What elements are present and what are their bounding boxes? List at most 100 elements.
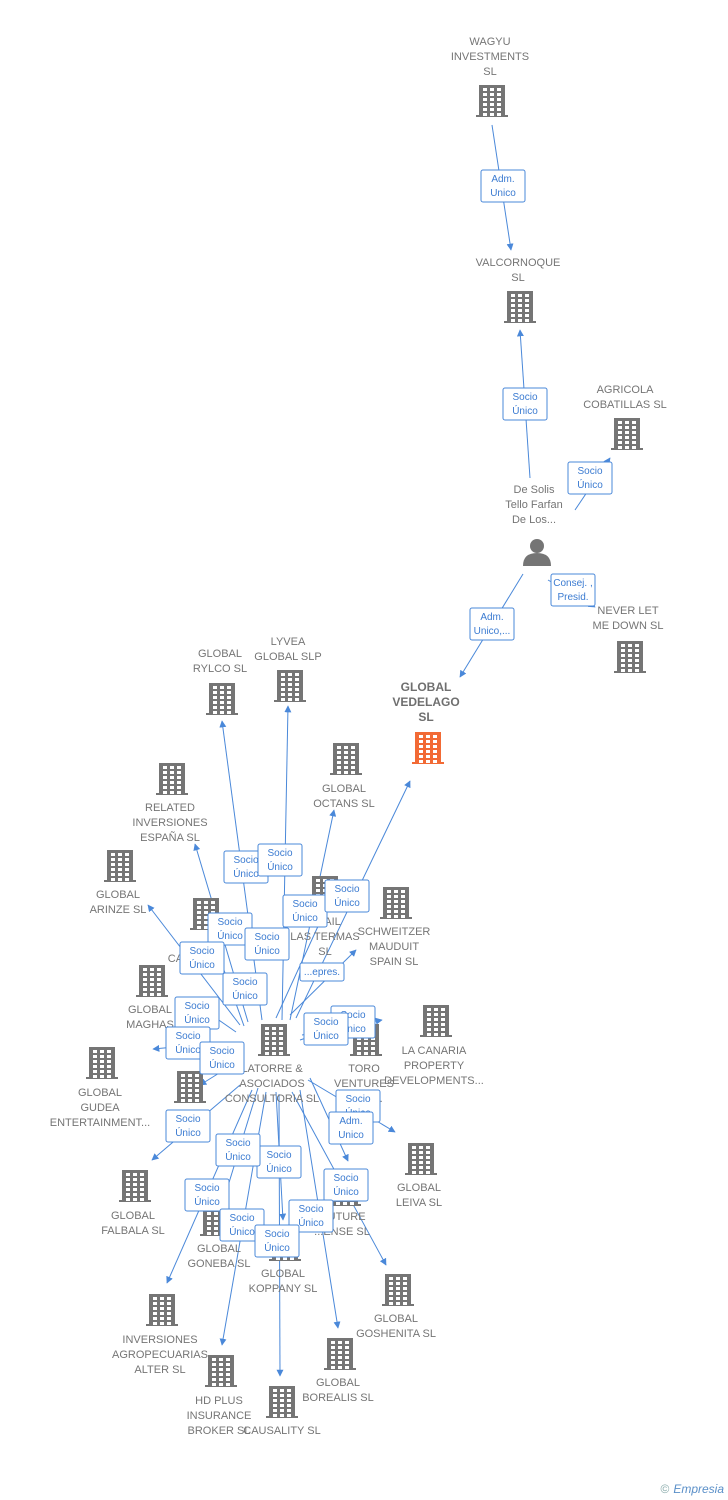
node-label: MAUDUIT [369, 941, 419, 953]
node-label: De Los... [512, 514, 556, 526]
building-icon [412, 732, 444, 764]
node-label: LAS TERMAS [290, 931, 360, 943]
edge-label-text: Único [512, 404, 538, 417]
node-label: Tello Farfan [505, 499, 562, 511]
node-label: COBATILLAS SL [583, 399, 667, 411]
edge-label-text: Socio [577, 466, 602, 477]
building-icon [382, 1274, 414, 1306]
building-icon [205, 1355, 237, 1387]
node-label: INVERSIONES [122, 1334, 197, 1346]
node-label: GUDEA [80, 1102, 120, 1114]
edge-label-text: Unico [490, 188, 516, 199]
edge-label-text: Único [233, 867, 259, 880]
building-icon [156, 763, 188, 795]
edge-label[interactable]: ...epres. [299, 962, 345, 982]
node-label: CONSULTORIA SL [225, 1093, 319, 1105]
node-label: LYVEA [271, 636, 306, 648]
copyright-symbol: © [660, 1482, 670, 1496]
node-agricola[interactable]: AGRICOLA COBATILLAS SL [583, 384, 667, 450]
node-label: HD PLUS [195, 1395, 243, 1407]
node-label: AGROPECUARIAS [112, 1349, 208, 1361]
building-icon [86, 1047, 118, 1079]
edge-label-text: Único [189, 958, 215, 971]
node-lacanaria[interactable]: LA CANARIAPROPERTYDEVELOPMENTS... [384, 1005, 484, 1087]
building-icon [420, 1005, 452, 1037]
node-causality[interactable]: CAUSALITY SL [243, 1386, 321, 1437]
edge-label-text: Único [232, 989, 258, 1002]
node-label: SPAIN SL [370, 956, 419, 968]
node-label: GLOBAL [96, 889, 140, 901]
node-gudea[interactable]: GLOBALGUDEAENTERTAINMENT... [50, 1047, 150, 1129]
building-icon [104, 850, 136, 882]
node-label: GLOBAL [261, 1268, 305, 1280]
building-icon [324, 1338, 356, 1370]
edge-label-text: Socio [267, 848, 292, 859]
edge-label-text: Único [267, 860, 293, 873]
edge-label[interactable]: Adm.Unico,... [469, 607, 515, 641]
node-label: RELATED [145, 802, 195, 814]
edge-label-text: Socio [229, 1213, 254, 1224]
building-icon [614, 641, 646, 673]
node-label: VALCORNOQUE [476, 257, 561, 269]
edge-label-text: Socio [254, 932, 279, 943]
node-label: GLOBAL [197, 1243, 241, 1255]
edge-label-text: Socio [225, 1138, 250, 1149]
edge-label[interactable]: Adm.Unico [480, 169, 526, 203]
node-label: AGRICOLA [597, 384, 655, 396]
node-label: MAGHAS [126, 1019, 174, 1031]
edge-label-text: Socio [184, 1001, 209, 1012]
edge-label-text: Único [229, 1225, 255, 1238]
edge-label-text: Socio [189, 946, 214, 957]
edge-label[interactable]: Consej. ,Presid. [550, 573, 596, 607]
node-label: FALBALA SL [101, 1225, 165, 1237]
node-label: KOPPANY SL [249, 1283, 318, 1295]
node-label: TORO [348, 1063, 380, 1075]
edge-label[interactable]: Adm.Unico [328, 1111, 374, 1145]
footer-brand[interactable]: ©Empresia [660, 1482, 724, 1496]
node-label: GOSHENITA SL [356, 1328, 436, 1340]
edge-label-text: Socio [266, 1150, 291, 1161]
node-label: BOREALIS SL [302, 1392, 374, 1404]
edge-label-text: Adm. [339, 1116, 362, 1127]
